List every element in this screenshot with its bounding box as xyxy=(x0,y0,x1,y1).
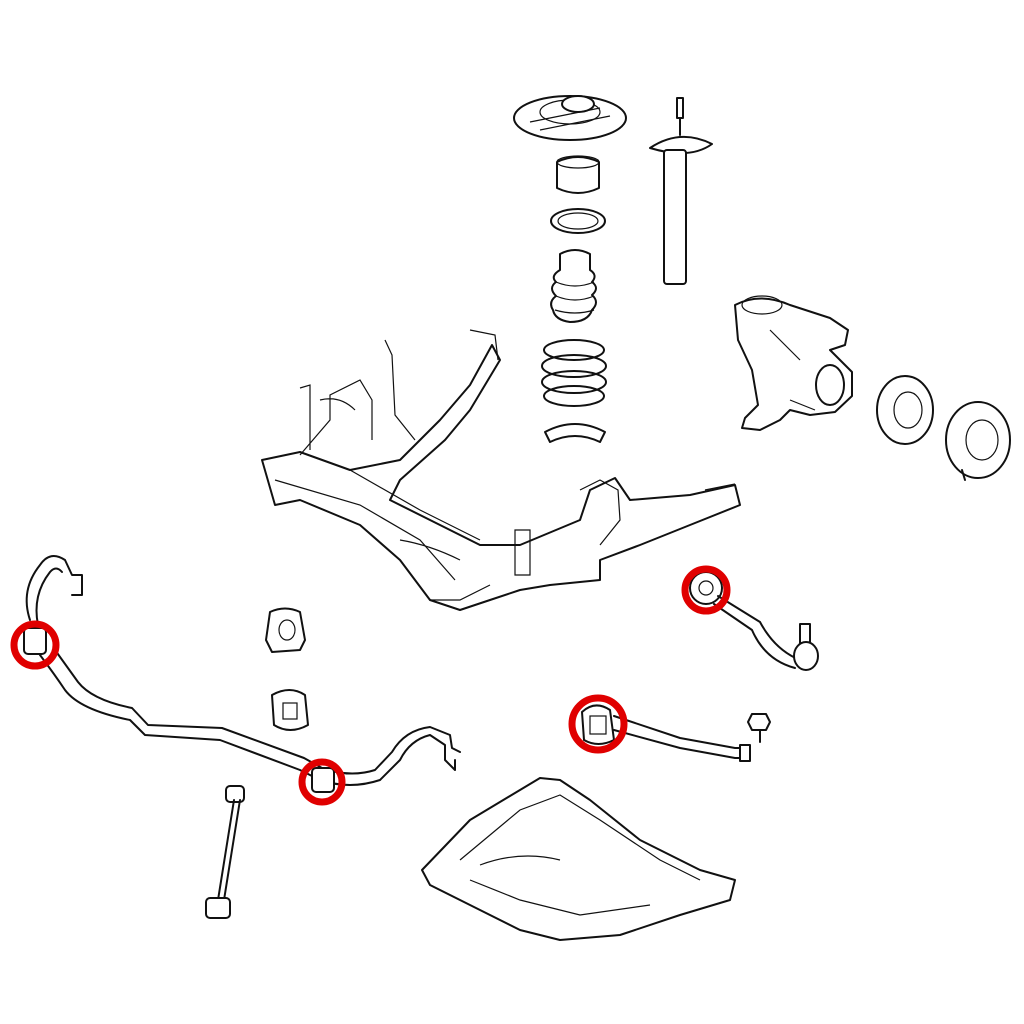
stabilizer-bar xyxy=(23,555,461,793)
subframe-bushing-upper xyxy=(265,607,306,653)
strut-top-mount xyxy=(513,95,627,141)
highlight-stabilizer-bushing-left xyxy=(10,620,60,670)
control-arm-upper xyxy=(689,571,819,671)
control-arm-lower xyxy=(581,704,751,762)
dust-boot xyxy=(550,249,597,323)
underbody-shield xyxy=(421,777,736,941)
wheel-flange xyxy=(945,401,1011,481)
bump-stop-bushing xyxy=(556,155,600,194)
front-subframe xyxy=(261,329,741,611)
highlight-upper-arm-bushing xyxy=(681,565,731,615)
subframe-bushing-lower xyxy=(271,689,309,731)
bolt xyxy=(747,713,771,743)
coil-spring xyxy=(541,339,607,407)
shock-absorber xyxy=(649,97,713,285)
stabilizer-bushing-center xyxy=(311,767,335,793)
wheel-hub xyxy=(876,375,934,445)
spring-seat xyxy=(544,423,606,443)
stabilizer-link xyxy=(205,785,245,919)
highlight-stabilizer-bushing-center xyxy=(298,758,346,806)
seal-ring xyxy=(550,208,606,234)
stabilizer-bushing-left xyxy=(23,627,47,655)
highlight-lower-arm-bushing xyxy=(568,694,628,754)
steering-knuckle xyxy=(734,295,853,431)
highlight-markers xyxy=(10,565,731,806)
